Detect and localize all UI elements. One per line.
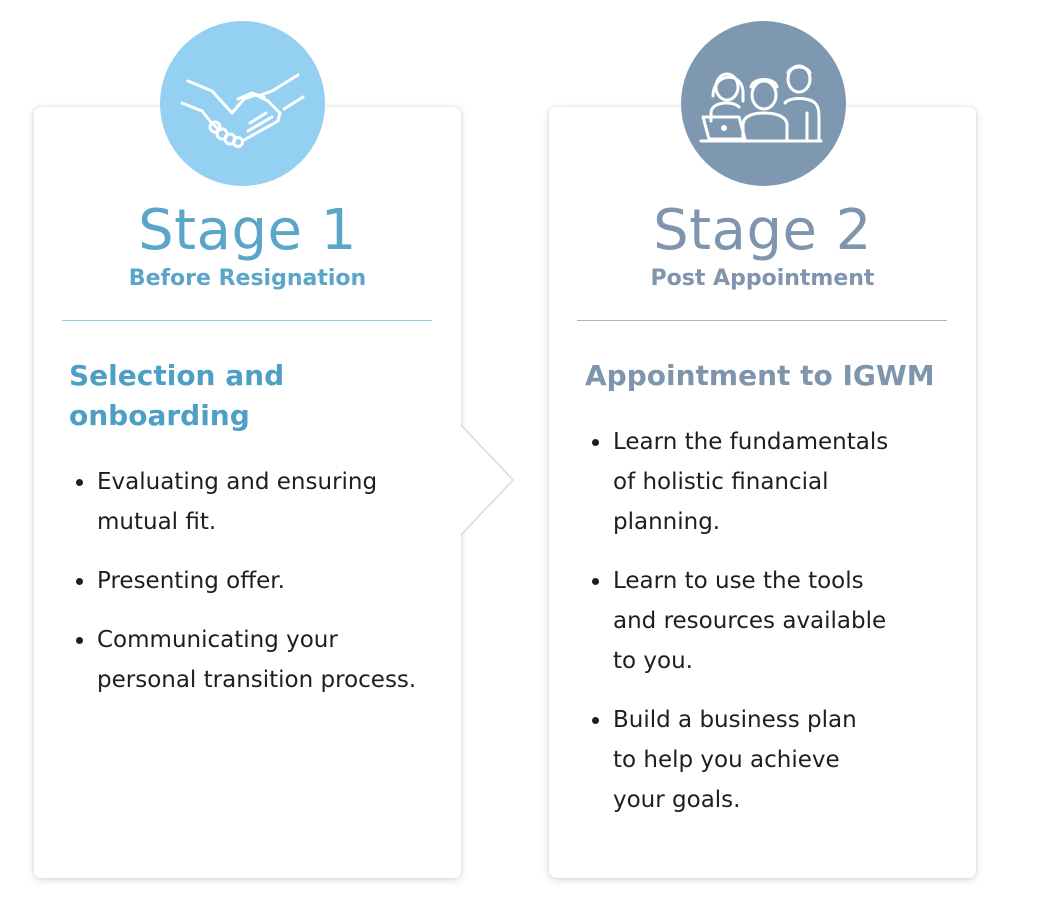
- stage-2-divider: [577, 320, 947, 321]
- list-item: Build a business plan to help you achiev…: [586, 700, 966, 820]
- list-item: Learn to use the tools and resources ava…: [586, 561, 966, 681]
- stage-1-card: [34, 107, 461, 878]
- list-item: Learn the fundamentals of holistic finan…: [586, 422, 966, 542]
- stage-2-card: [549, 107, 976, 878]
- stage-1-title: Stage 1: [138, 198, 357, 263]
- stage-1-subtitle: Before Resignation: [128, 266, 367, 291]
- team-laptop-icon: [699, 64, 823, 143]
- list-item: Presenting offer.: [70, 561, 450, 601]
- stage-1-heading: Selection and onboarding: [69, 359, 285, 432]
- list-item: Communicating your personal transition p…: [70, 620, 450, 700]
- stage-2-subtitle: Post Appointment: [650, 266, 875, 291]
- stage-2-heading: Appointment to IGWM: [585, 359, 935, 392]
- stage-2-title: Stage 2: [653, 198, 872, 263]
- stage-1-bullet-list: Evaluating and ensuring mutual fit. Pres…: [70, 462, 450, 719]
- arrow-connector: [458, 424, 515, 536]
- list-item: Evaluating and ensuring mutual fit.: [70, 462, 450, 542]
- stage-1-badge: [160, 21, 325, 186]
- stage-2-badge: [681, 21, 846, 186]
- stage-2-bullet-list: Learn the fundamentals of holistic finan…: [586, 422, 966, 839]
- stage-1-divider: [62, 320, 432, 321]
- handshake-icon: [180, 73, 305, 148]
